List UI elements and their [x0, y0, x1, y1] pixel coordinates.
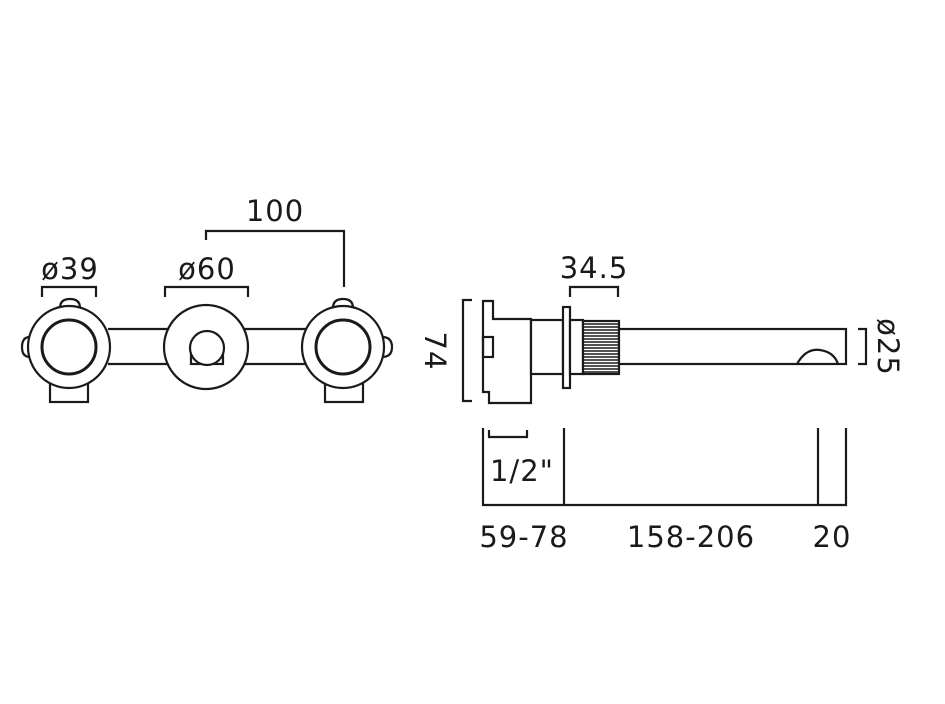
dim-centers-label: 100 — [246, 194, 304, 228]
dim-center-label: ø60 — [178, 252, 236, 286]
dim-spout-projection-label: 158-206 — [627, 520, 755, 554]
dim-spout-bracket — [858, 327, 868, 366]
dim-centers-bracket — [204, 229, 346, 287]
dim-collar-label: 34.5 — [560, 251, 629, 285]
side-view: 74 34.5 ø25 1/2" 59-78 158-206 20 — [418, 251, 905, 554]
dim-handle-label: ø39 — [41, 252, 99, 286]
right-handle — [300, 297, 394, 404]
spout — [617, 327, 848, 366]
valve-cylinder — [529, 318, 565, 376]
center-diverter — [162, 303, 250, 391]
dim-height-bracket — [461, 298, 472, 403]
dim-handle-bracket — [40, 285, 98, 297]
dim-center-bracket — [163, 285, 250, 297]
left-handle — [20, 297, 112, 404]
dim-wall-depth-label: 59-78 — [479, 520, 568, 554]
front-view: 100 ø39 ø60 — [20, 194, 394, 404]
connecting-bar — [108, 327, 306, 366]
dim-collar-bracket — [568, 285, 620, 297]
wall-body — [481, 299, 533, 405]
dim-height-label: 74 — [418, 332, 452, 371]
dim-depth-lines — [481, 428, 848, 507]
dim-thread-bracket — [487, 430, 529, 439]
spout-outlet — [796, 348, 840, 365]
dim-thread-label: 1/2" — [490, 454, 554, 488]
dim-spout-diameter-label: ø25 — [871, 318, 905, 376]
dim-spout-end-label: 20 — [813, 520, 852, 554]
